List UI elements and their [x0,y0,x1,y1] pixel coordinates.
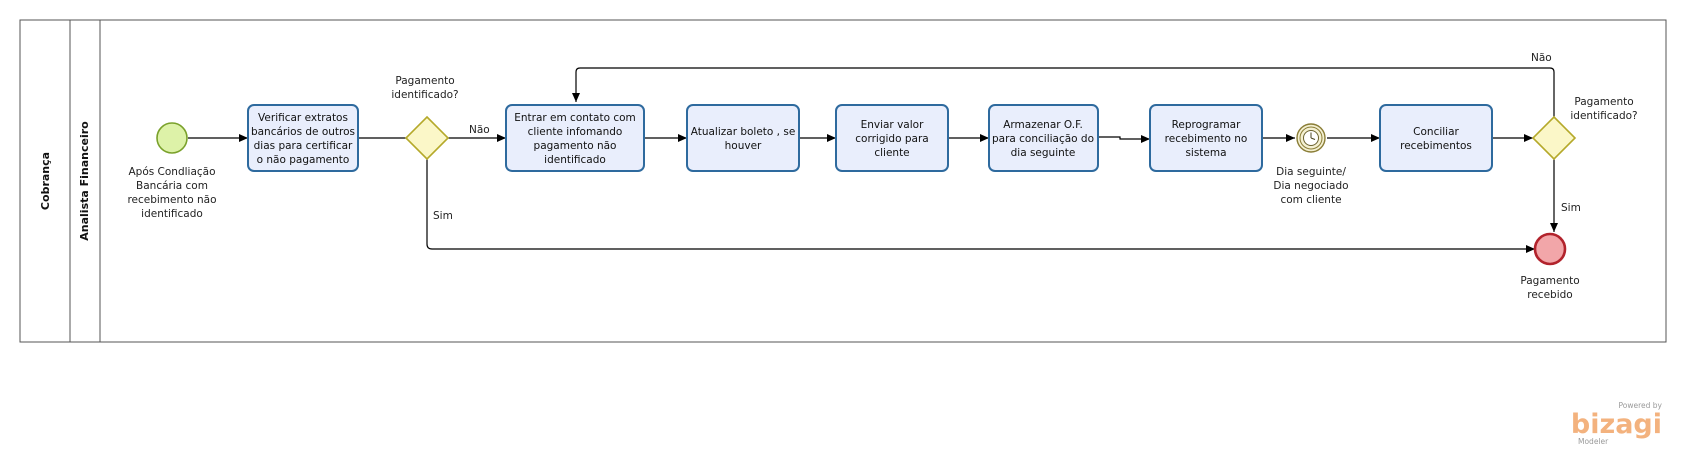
timer-event[interactable] [1296,123,1326,153]
task-contact-client[interactable]: Entrar em contato com cliente infomando pa… [505,104,645,172]
text-line: identificado? [1570,110,1637,122]
text-line: Dia seguinte/ [1276,166,1346,178]
text-line: Bancária com [136,180,208,192]
text-line: Armazenar O.F. [1003,119,1083,131]
text-line: houver [725,140,762,152]
bizagi-logo: bizagi [1571,409,1662,440]
text-line: Entrar em contato com [514,112,636,124]
task-store-of[interactable]: Armazenar O.F. para conciliação do dia seg… [988,104,1099,172]
gateway-payment-identified-1[interactable] [404,115,450,161]
text-line: bancários de outros [251,126,355,138]
text-line: identificado? [391,89,458,101]
text-line: dia seguinte [1011,147,1076,159]
text-line: dias para certificar [254,140,353,152]
text-line: Pagamento [1574,96,1633,108]
start-event[interactable] [156,122,188,154]
text-line: Dia negociado [1273,180,1348,192]
text-line: cliente [874,147,909,159]
text-line: Após Condliação [128,166,215,178]
flow-gateway1-yes [426,159,1535,253]
text-line: Enviar valor [861,119,924,131]
gateway2-no-label: Não [1531,52,1552,64]
gateway-payment-identified-2[interactable] [1531,115,1577,161]
text-line: com cliente [1280,194,1341,206]
gateway2-question-label: Pagamento identificado? [1570,96,1637,122]
pool-label: Cobrança [39,152,52,210]
text-line: o não pagamento [257,154,350,166]
task-reschedule-receipt-label: Reprogramar recebimento no sistema [1165,119,1248,159]
timer-event-label: Dia seguinte/Dia negociado com cliente [1273,166,1348,206]
powered-by-text: Powered by [1619,401,1663,410]
text-line: recebido [1527,289,1572,301]
task-reschedule-receipt[interactable]: Reprogramar recebimento no sistema [1149,104,1263,172]
task-store-of-label: Armazenar O.F. para conciliação do dia seg… [992,119,1094,159]
end-event[interactable] [1533,232,1567,266]
end-event-label: Pagamento recebido [1520,275,1579,301]
task-verify-statements-label: Verificar extratos bancários de outros dia… [251,112,355,166]
text-line: para conciliação do [992,133,1094,145]
text-line: recebimento não [127,194,216,206]
modeler-text: Modeler [1578,437,1609,446]
text-line: Atualizar boleto , se [691,126,796,138]
text-line: Pagamento [395,75,454,87]
text-line: identificado [544,154,606,166]
bizagi-branding: Powered by bizagi Modeler [1571,401,1663,446]
gateway2-yes-label: Sim [1561,202,1581,214]
text-line: identificado [141,208,203,220]
text-line: sistema [1185,147,1226,159]
task-verify-statements[interactable]: Verificar extratos bancários de outros dia… [247,104,359,172]
task-update-boleto[interactable]: Atualizar boleto , se houver [686,104,800,172]
gateway1-yes-label: Sim [433,210,453,222]
task-reconcile-receipts-label: Conciliar recebimentos [1400,126,1472,152]
flow-store-to-reschedule [1098,135,1150,143]
pool-frame [19,19,1667,343]
text-line: Conciliar [1413,126,1459,138]
task-send-corrected-value-label: Enviar valor corrigido para cliente [855,119,928,159]
sequence-flows [188,67,1558,253]
text-line: Verificar extratos [258,112,348,124]
text-line: Pagamento [1520,275,1579,287]
task-update-boleto-label: Atualizar boleto , se houver [691,126,796,152]
task-send-corrected-value[interactable]: Enviar valor corrigido para cliente [835,104,949,172]
gateway1-no-label: Não [469,124,490,136]
task-reconcile-receipts[interactable]: Conciliar recebimentos [1379,104,1493,172]
flow-gateway2-no-loop [572,67,1555,117]
text-line: cliente infomando [528,126,623,138]
text-line: recebimentos [1400,140,1472,152]
text-line: Reprogramar [1172,119,1242,131]
task-contact-client-label: Entrar em contato com cliente infomando pa… [514,112,636,166]
gateway1-question-label: Pagamento identificado? [391,75,458,101]
text-line: corrigido para [855,133,928,145]
lane-label: Analista Financeiro [78,121,91,241]
text-line: pagamento não [534,140,617,152]
text-line: recebimento no [1165,133,1248,145]
